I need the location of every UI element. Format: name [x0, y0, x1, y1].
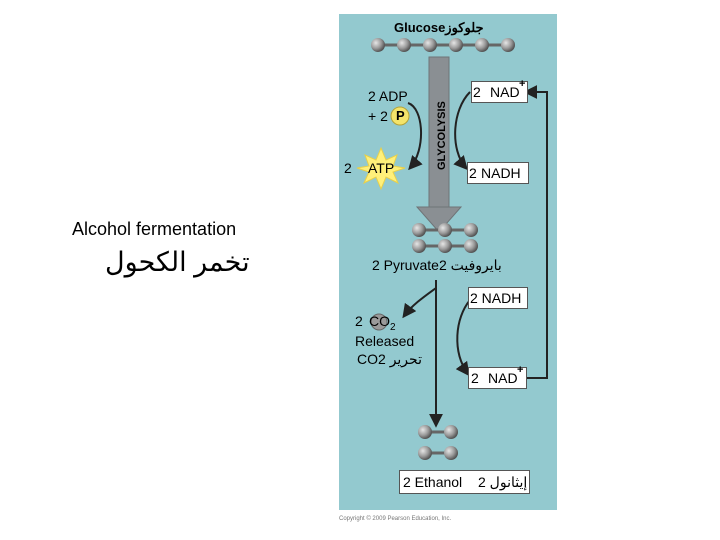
co2-formula: CO — [369, 313, 390, 329]
nadh-top-count: 2 — [469, 165, 477, 181]
nad-bottom-count: 2 — [471, 370, 479, 386]
pyruvate-carbon — [464, 239, 478, 253]
ethanol-molecules — [418, 425, 458, 460]
co2-subscript: 2 — [390, 322, 396, 333]
co2-release-arrow — [404, 288, 436, 316]
glucose-carbon — [371, 38, 385, 52]
pyruvate-carbon — [412, 239, 426, 253]
ethanol-arabic: إيثانول 2 — [478, 474, 527, 491]
nad-to-nadh-arrow — [455, 92, 470, 168]
pyruvate-carbon — [438, 239, 452, 253]
glucose-carbon — [501, 38, 515, 52]
nadh-mid-label: 2 NADH — [470, 290, 521, 306]
atp-count: 2 — [344, 160, 352, 176]
nad-top-charge: + — [519, 78, 525, 90]
ethanol-carbon — [418, 446, 432, 460]
nad-bottom-charge: + — [517, 364, 523, 376]
nadh-to-nad-arrow — [457, 300, 470, 374]
glucose-carbon — [449, 38, 463, 52]
pyruvate-carbon — [464, 223, 478, 237]
pyruvate-molecules — [412, 223, 478, 253]
nad-bottom-label: NAD — [488, 370, 518, 386]
adp-to-atp-arrow — [408, 103, 421, 168]
co2-arabic: CO2 تحرير — [357, 351, 422, 368]
atp-label: ATP — [368, 160, 394, 176]
glycolysis-label: GLYCOLYSIS — [436, 101, 448, 170]
pyruvate-label: 2 Pyruvateبايروفيت 2 — [372, 257, 502, 274]
nad-top-count: 2 — [473, 84, 481, 100]
copyright-text: Copyright © 2009 Pearson Education, Inc. — [339, 516, 451, 522]
ethanol-carbon — [444, 425, 458, 439]
pyruvate-carbon — [438, 223, 452, 237]
ethanol-carbon — [418, 425, 432, 439]
co2-released: Released — [355, 333, 414, 349]
glucose-carbon — [475, 38, 489, 52]
nad-recycle-arrow — [525, 92, 547, 378]
ethanol-carbon — [444, 446, 458, 460]
glucose-molecule — [371, 38, 515, 52]
glucose-carbon — [397, 38, 411, 52]
pi-prefix: + 2 — [368, 108, 388, 124]
glucose-carbon — [423, 38, 437, 52]
ethanol-english: 2 Ethanol — [403, 474, 462, 490]
adp-label: 2 ADP — [368, 88, 408, 104]
pyruvate-carbon — [412, 223, 426, 237]
co2-count: 2 — [355, 313, 363, 329]
nadh-top-label: NADH — [481, 165, 521, 181]
pi-symbol: P — [396, 108, 405, 123]
glucose-label: Glucoseجلوكوز — [394, 20, 484, 36]
nad-top-label: NAD — [490, 84, 520, 100]
